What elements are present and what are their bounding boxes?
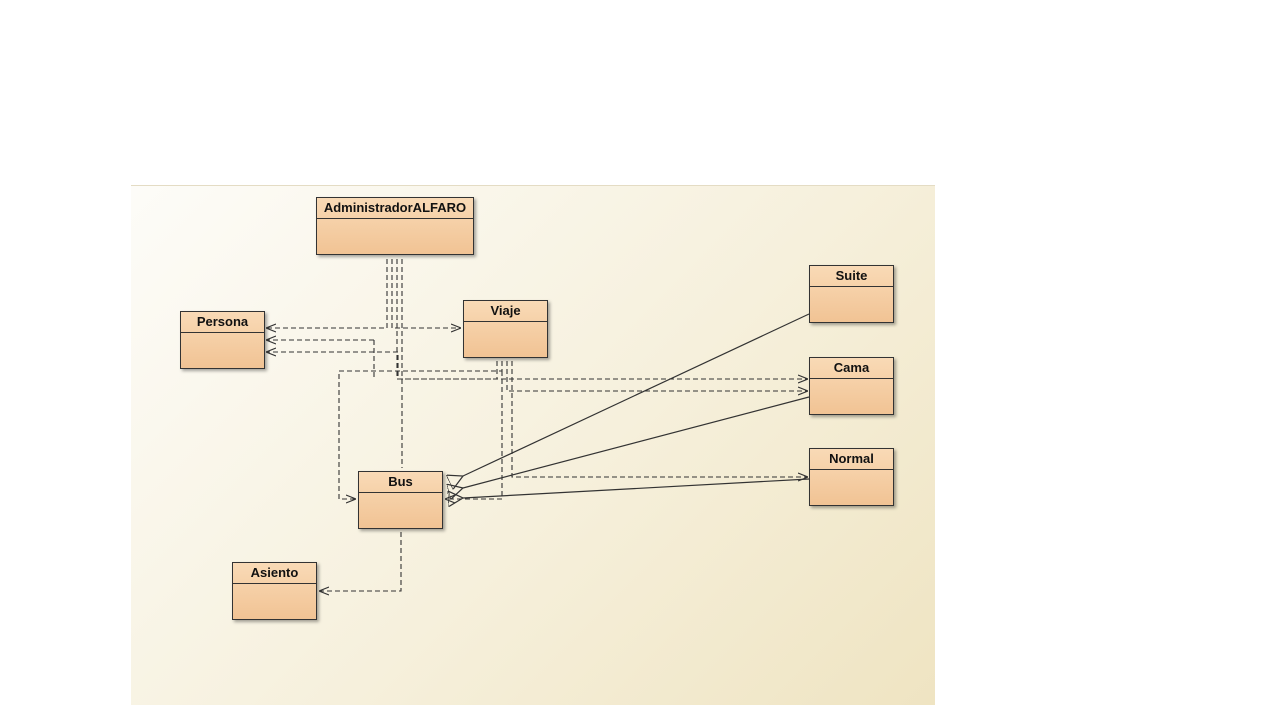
class-administrador[interactable]: AdministradorALFARO <box>316 197 474 255</box>
class-name: Bus <box>359 472 442 493</box>
class-name: Normal <box>810 449 893 470</box>
class-asiento[interactable]: Asiento <box>232 562 317 620</box>
class-cama[interactable]: Cama <box>809 357 894 415</box>
diagram-canvas <box>131 185 935 705</box>
class-name: Persona <box>181 312 264 333</box>
class-persona[interactable]: Persona <box>180 311 265 369</box>
class-suite[interactable]: Suite <box>809 265 894 323</box>
class-name: AdministradorALFARO <box>317 198 473 219</box>
class-name: Cama <box>810 358 893 379</box>
class-name: Asiento <box>233 563 316 584</box>
class-normal[interactable]: Normal <box>809 448 894 506</box>
class-bus[interactable]: Bus <box>358 471 443 529</box>
class-name: Suite <box>810 266 893 287</box>
class-name: Viaje <box>464 301 547 322</box>
class-viaje[interactable]: Viaje <box>463 300 548 358</box>
